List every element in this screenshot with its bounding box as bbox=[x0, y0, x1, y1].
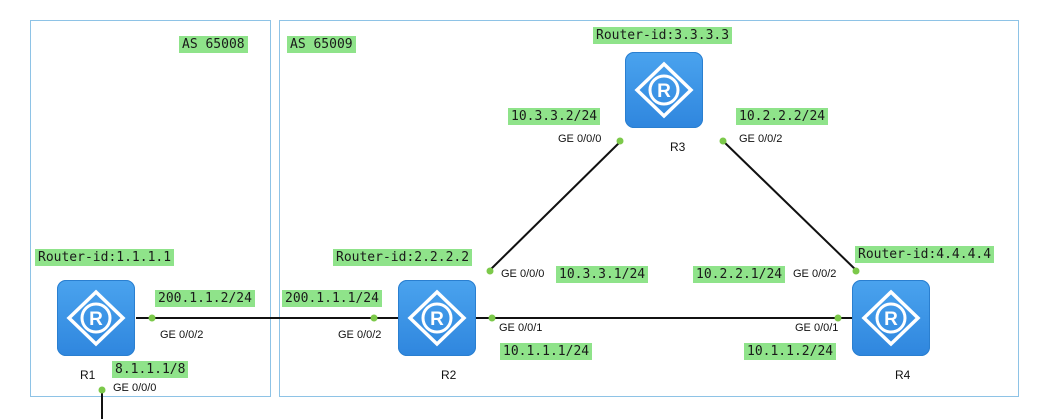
port-r3-ge000: GE 0/0/0 bbox=[558, 133, 602, 145]
svg-text:R: R bbox=[89, 309, 103, 330]
router-id-r3: Router-id:3.3.3.3 bbox=[593, 27, 733, 44]
link-r2-r3 bbox=[487, 139, 623, 273]
ip-r3-ge002: 10.2.2.2/24 bbox=[736, 108, 829, 125]
port-r1-ge000: GE 0/0/0 bbox=[113, 382, 157, 394]
port-r2-ge001: GE 0/0/1 bbox=[499, 322, 543, 334]
port-dot bbox=[852, 267, 860, 275]
port-r2-ge002: GE 0/0/2 bbox=[338, 329, 382, 341]
as-label-65009: AS 65009 bbox=[287, 36, 356, 53]
router-r3-icon[interactable]: R bbox=[625, 52, 703, 128]
port-dot bbox=[488, 314, 496, 322]
svg-text:R: R bbox=[430, 309, 444, 330]
link-r3-r4 bbox=[721, 139, 859, 273]
port-r3-ge002: GE 0/0/2 bbox=[739, 133, 783, 145]
svg-text:R: R bbox=[884, 309, 898, 330]
port-dot bbox=[834, 314, 842, 322]
router-id-r4: Router-id:4.4.4.4 bbox=[855, 246, 995, 263]
router-id-r2: Router-id:2.2.2.2 bbox=[333, 249, 473, 266]
port-dot bbox=[486, 267, 494, 275]
ip-r2-ge002: 200.1.1.1/24 bbox=[282, 290, 382, 307]
port-dot bbox=[148, 314, 156, 322]
port-r4-ge001: GE 0/0/1 bbox=[795, 322, 839, 334]
ip-r3-ge000: 10.3.3.2/24 bbox=[508, 108, 601, 125]
as-label-65008: AS 65008 bbox=[179, 36, 248, 53]
ip-r2-ge000: 10.3.3.1/24 bbox=[556, 266, 649, 283]
router-id-r1: Router-id:1.1.1.1 bbox=[35, 249, 175, 266]
router-name-r4: R4 bbox=[895, 368, 911, 382]
router-r4-icon[interactable]: R bbox=[852, 280, 930, 356]
ip-r1-ge000: 8.1.1.1/8 bbox=[112, 361, 189, 378]
router-r2-icon[interactable]: R bbox=[398, 280, 476, 356]
router-name-r2: R2 bbox=[441, 368, 457, 382]
port-dot bbox=[616, 137, 624, 145]
router-name-r1: R1 bbox=[80, 368, 96, 382]
router-name-r3: R3 bbox=[670, 140, 686, 154]
ip-r4-ge002: 10.2.2.1/24 bbox=[693, 266, 786, 283]
port-r2-ge000: GE 0/0/0 bbox=[501, 268, 545, 280]
port-dot bbox=[370, 314, 378, 322]
svg-text:R: R bbox=[657, 81, 671, 102]
router-r1-icon[interactable]: R bbox=[57, 280, 135, 356]
ip-r2-ge001: 10.1.1.1/24 bbox=[500, 343, 593, 360]
ip-r1-ge002: 200.1.1.2/24 bbox=[155, 290, 255, 307]
port-dot bbox=[98, 386, 106, 394]
port-r1-ge002: GE 0/0/2 bbox=[160, 329, 204, 341]
port-r4-ge002: GE 0/0/2 bbox=[793, 268, 837, 280]
as-65008-area bbox=[30, 20, 271, 397]
ip-r4-ge001: 10.1.1.2/24 bbox=[744, 343, 837, 360]
as-65009-area bbox=[279, 20, 1019, 397]
port-dot bbox=[719, 137, 727, 145]
